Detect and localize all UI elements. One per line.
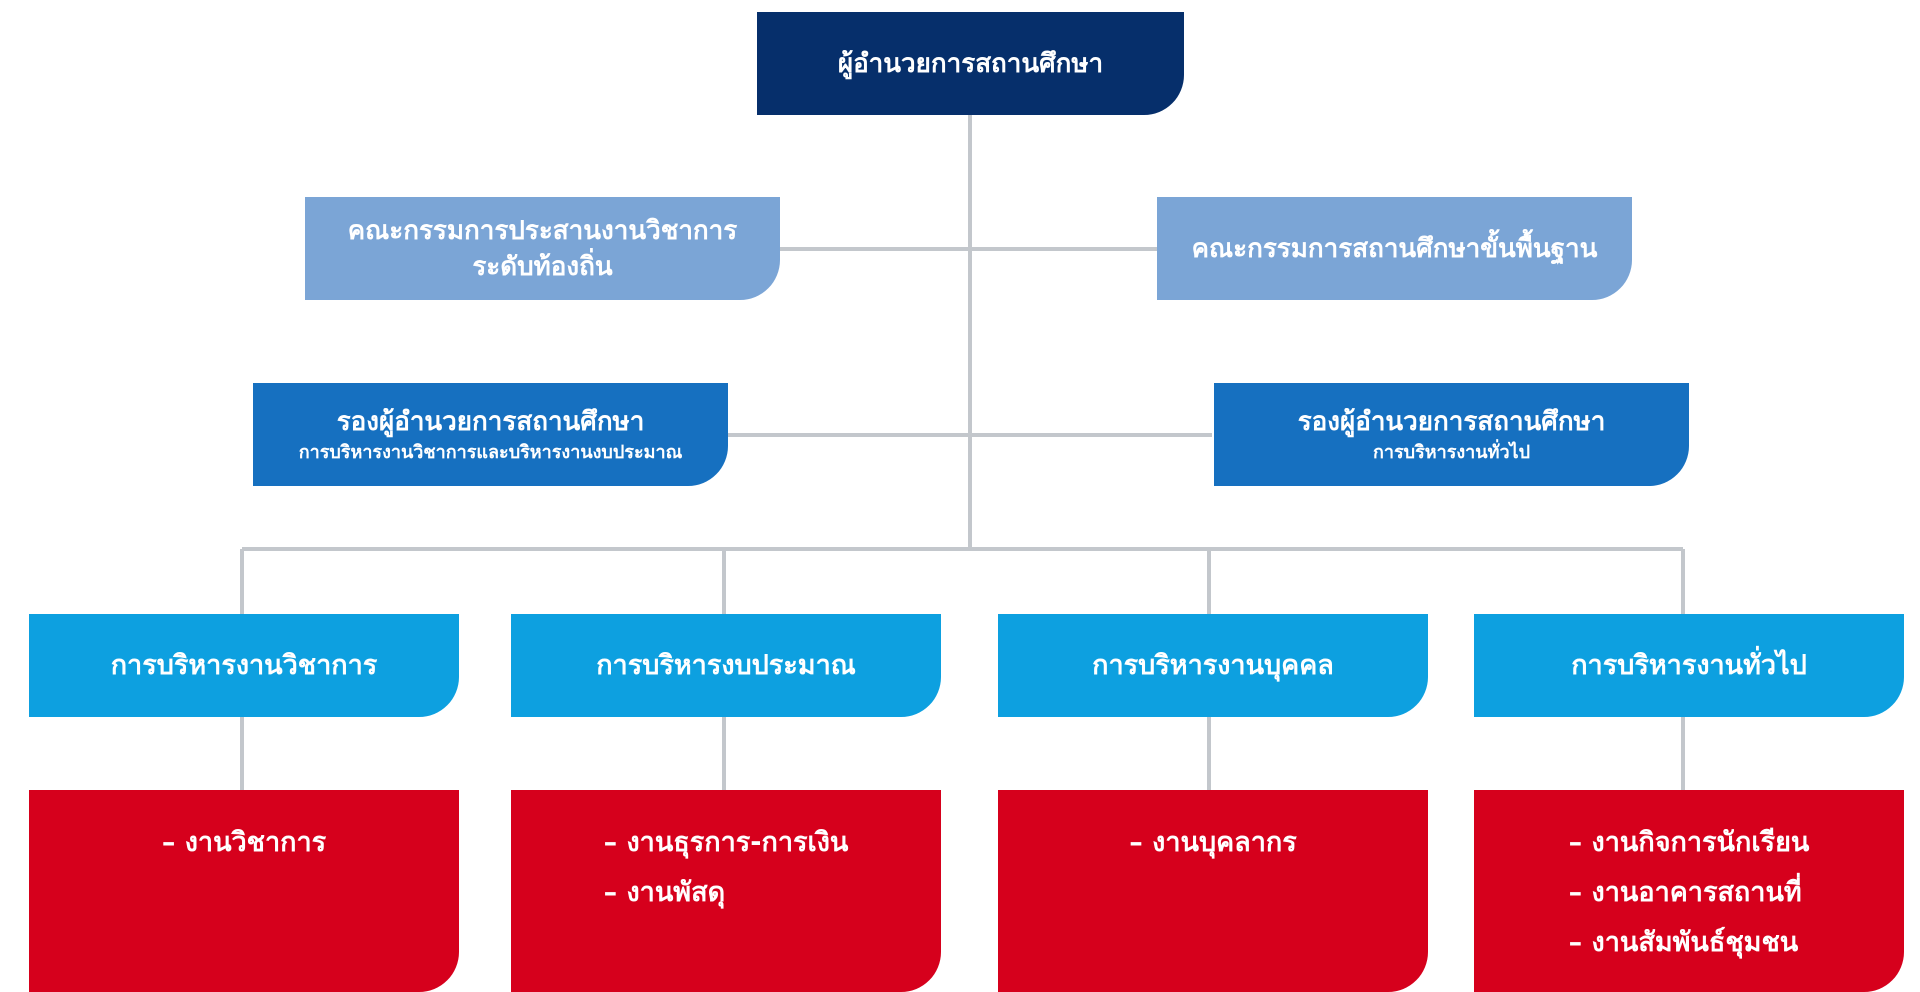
tasks-academic-box: งานวิชาการ [29, 790, 459, 992]
deputy-general-title: รองผู้อำนวยการสถานศึกษา [1297, 406, 1606, 437]
deputy-academic-subtitle: การบริหารงานวิชาการและบริหารงานงบประมาณ [298, 441, 683, 463]
tasks-personnel-box: งานบุคลากร [998, 790, 1428, 992]
task-item: งานบุคลากร [1129, 818, 1297, 868]
tasks-budget-box: งานธุรการ-การเงิน งานพัสดุ [511, 790, 941, 992]
department-personnel-title: การบริหารงานบุคคล [1092, 649, 1334, 681]
task-item: งานธุรการ-การเงิน [604, 818, 849, 868]
task-item: งานกิจการนักเรียน [1569, 818, 1810, 868]
department-general-box: การบริหารงานทั่วไป [1474, 614, 1904, 717]
department-general-title: การบริหารงานทั่วไป [1571, 649, 1807, 681]
tasks-general-box: งานกิจการนักเรียน งานอาคารสถานที่ งานสัม… [1474, 790, 1904, 992]
local-academic-committee-line1: คณะกรรมการประสานงานวิชาการ [347, 215, 738, 246]
tasks-academic-list: งานวิชาการ [162, 818, 326, 868]
task-item: งานสัมพันธ์ชุมชน [1569, 918, 1810, 968]
local-academic-committee-box: คณะกรรมการประสานงานวิชาการ ระดับท้องถิ่น [305, 197, 780, 300]
director-box: ผู้อำนวยการสถานศึกษา [757, 12, 1184, 115]
tasks-general-list: งานกิจการนักเรียน งานอาคารสถานที่ งานสัม… [1569, 818, 1810, 968]
tasks-personnel-list: งานบุคลากร [1129, 818, 1297, 868]
task-item: งานวิชาการ [162, 818, 326, 868]
deputy-academic-title: รองผู้อำนวยการสถานศึกษา [336, 406, 645, 437]
director-title: ผู้อำนวยการสถานศึกษา [837, 48, 1104, 79]
deputy-academic-box: รองผู้อำนวยการสถานศึกษา การบริหารงานวิชา… [253, 383, 728, 486]
basic-education-committee-box: คณะกรรมการสถานศึกษาขั้นพื้นฐาน [1157, 197, 1632, 300]
department-academic-title: การบริหารงานวิชาการ [110, 649, 378, 681]
department-budget-title: การบริหารงบประมาณ [596, 649, 856, 681]
department-personnel-box: การบริหารงานบุคคล [998, 614, 1428, 717]
basic-education-committee-title: คณะกรรมการสถานศึกษาขั้นพื้นฐาน [1191, 233, 1598, 264]
local-academic-committee-line2: ระดับท้องถิ่น [472, 251, 613, 282]
task-item: งานอาคารสถานที่ [1569, 868, 1810, 918]
deputy-general-box: รองผู้อำนวยการสถานศึกษา การบริหารงานทั่ว… [1214, 383, 1689, 486]
department-budget-box: การบริหารงบประมาณ [511, 614, 941, 717]
department-academic-box: การบริหารงานวิชาการ [29, 614, 459, 717]
deputy-general-subtitle: การบริหารงานทั่วไป [1372, 441, 1531, 463]
task-item: งานพัสดุ [604, 868, 849, 918]
tasks-budget-list: งานธุรการ-การเงิน งานพัสดุ [604, 818, 849, 918]
